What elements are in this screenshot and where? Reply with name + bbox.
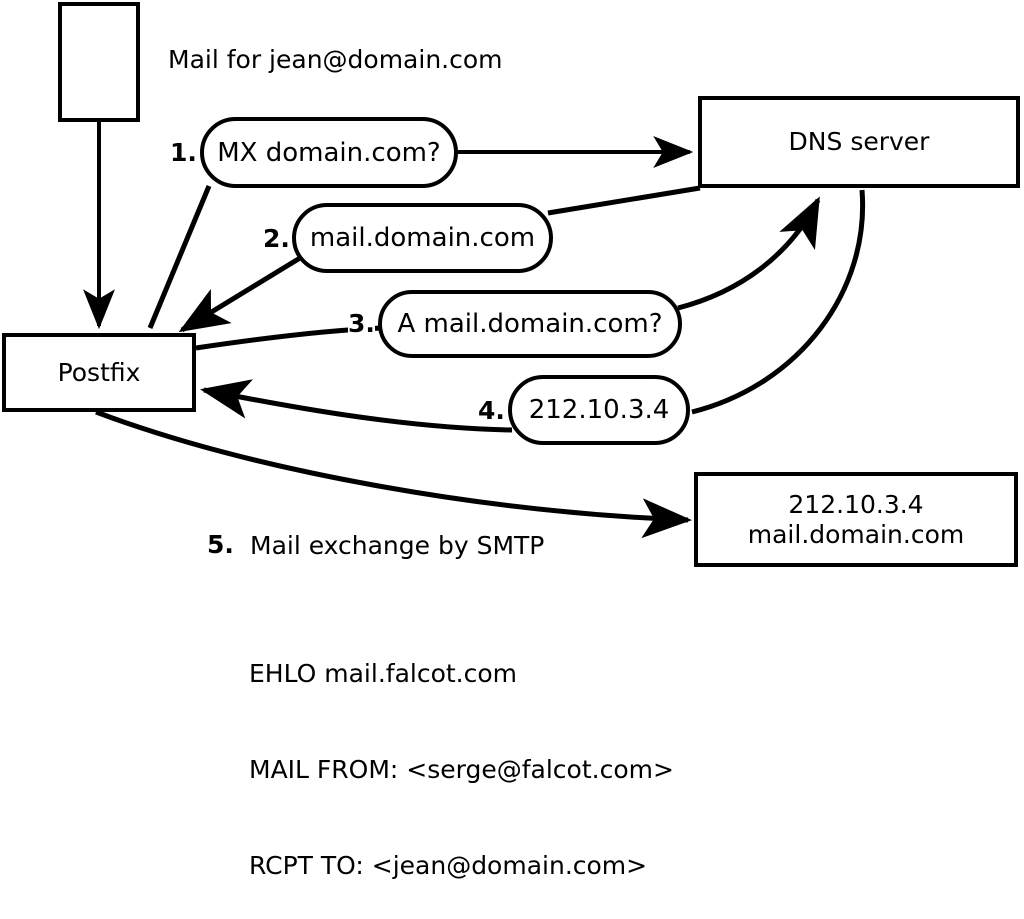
step-1-bubble-label: MX domain.com? [217,137,441,168]
connector-dns-to-step2 [547,185,701,216]
step-5-number: 5. [207,530,234,559]
dns-server-node: DNS server [698,96,1020,188]
step-2-bubble-label: mail.domain.com [309,223,536,253]
sender-node [58,2,140,122]
step-3-bubble: A mail.domain.com? [378,290,682,358]
step-1-bubble: MX domain.com? [200,117,458,188]
dns-server-label: DNS server [788,127,930,157]
step-2-bubble: mail.domain.com [292,203,553,273]
smtp-transcript: EHLO mail.falcot.com MAIL FROM: <serge@f… [249,594,674,919]
connector-postfix-to-step1 [147,185,212,329]
step-2-number: 2. [263,224,290,253]
step-5-label: Mail exchange by SMTP [250,531,545,560]
transcript-line: EHLO mail.falcot.com [249,659,518,688]
step-3-bubble-label: A mail.domain.com? [397,309,663,339]
mail-for-note: Mail for jean@domain.com [168,45,503,74]
transcript-line: MAIL FROM: <serge@falcot.com> [249,755,674,784]
connector-step3-to-dns [677,196,821,311]
connector-step4-to-postfix [200,379,513,433]
postfix-node: Postfix [2,333,196,412]
step-4-bubble: 212.10.3.4 [508,375,690,445]
step-4-number: 4. [478,396,505,425]
transcript-line: RCPT TO: <jean@domain.com> [249,851,648,880]
destination-node: 212.10.3.4 mail.domain.com [694,472,1018,567]
step-1-number: 1. [170,138,197,167]
connector-step2-to-postfix [178,255,302,333]
destination-ip: 212.10.3.4 [788,490,924,519]
destination-hostname: mail.domain.com [747,519,965,549]
step-3-number: 3. [348,309,375,338]
postfix-label: Postfix [57,357,141,387]
step-4-bubble-label: 212.10.3.4 [528,395,670,425]
connector-dns-to-step4 [691,189,866,415]
